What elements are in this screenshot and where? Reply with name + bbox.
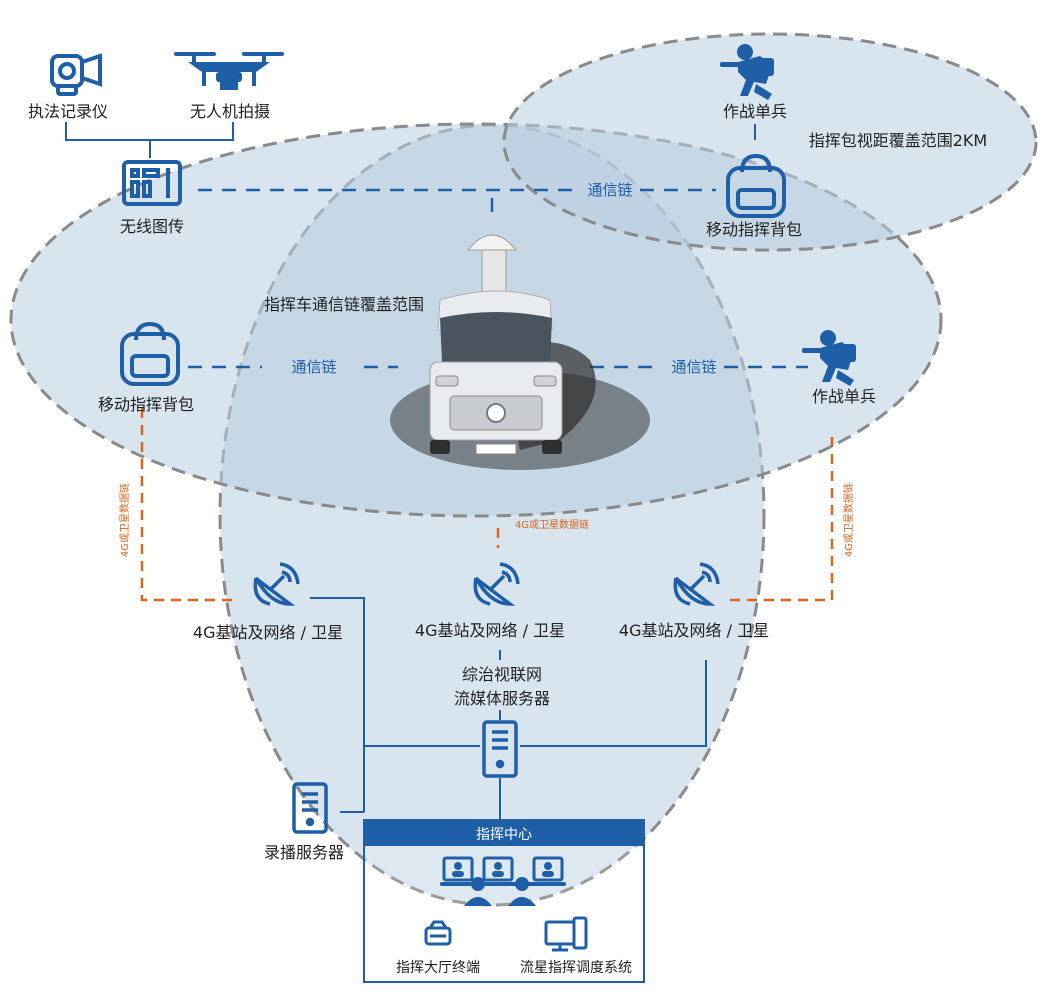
- transmitter-icon: [122, 160, 182, 206]
- labels: 执法记录仪 无人机拍摄 无线图传 作战单兵 指挥包视距覆盖范围2KM 移动指挥背…: [28, 102, 987, 976]
- server-network-lines: [310, 597, 707, 820]
- terminal-icon: [424, 920, 452, 946]
- drone-label: 无人机拍摄: [190, 102, 270, 121]
- data-link-center-label: 4G或卫星数据链: [515, 518, 589, 531]
- soldier-icon: [802, 330, 856, 386]
- command-center-header: [364, 820, 644, 846]
- data-link-right-label: 4G或卫星数据链: [842, 483, 855, 557]
- workstation-icon: [440, 856, 566, 906]
- soldier-top-label: 作战单兵: [723, 102, 787, 121]
- server-icon: [482, 720, 518, 778]
- top-device-connector: [65, 122, 234, 158]
- satellite-dish-icon: [473, 562, 520, 606]
- base-center-label: 4G基站及网络 / 卫星: [415, 621, 565, 640]
- backpack-range-label: 指挥包视距覆盖范围2KM: [809, 131, 987, 150]
- backpack-icon: [120, 321, 180, 386]
- drone-icon: [174, 52, 284, 90]
- server-label-line2: 流媒体服务器: [454, 689, 550, 708]
- coverage-zones: [9, 32, 1038, 907]
- monitor-icon: [544, 916, 588, 952]
- base-right-label: 4G基站及网络 / 卫星: [619, 621, 769, 640]
- comm-link-right-label: 通信链: [671, 358, 716, 376]
- comm-links: [188, 188, 808, 369]
- satellite-dish-icon: [253, 562, 300, 606]
- law-recorder-label: 执法记录仪: [28, 102, 108, 121]
- camcorder-icon: [50, 53, 102, 96]
- comm-link-left-label: 通信链: [291, 358, 336, 376]
- backpack-icon: [726, 153, 786, 218]
- dispatch-system-label: 流星指挥调度系统: [520, 960, 632, 976]
- server-icon: [292, 782, 328, 834]
- comm-link-top-label: 通信链: [587, 181, 632, 199]
- hall-terminal-label: 指挥大厅终端: [396, 960, 480, 976]
- record-server-label: 录播服务器: [264, 843, 344, 862]
- link-labels: 通信链 通信链 通信链 4G或卫星数据链 4G或卫星数据链 4G或卫星数据链: [118, 181, 855, 557]
- soldier-right-label: 作战单兵: [812, 387, 876, 406]
- command-center-box: [363, 819, 645, 983]
- satellite-dish-icon: [673, 562, 720, 606]
- backpack-left-label: 移动指挥背包: [98, 395, 194, 414]
- data-links: [140, 408, 834, 602]
- backpack-coverage-zone: [502, 32, 1038, 252]
- data-link-left-label: 4G或卫星数据链: [118, 483, 131, 557]
- vehicle-range-label: 指挥车通信链覆盖范围: [264, 295, 424, 314]
- base-left-label: 4G基站及网络 / 卫星: [193, 623, 343, 642]
- soldier-icon: [720, 44, 774, 100]
- server-label-line1: 综治视联网: [462, 665, 542, 684]
- backpack-top-label: 移动指挥背包: [706, 220, 802, 239]
- wireless-tx-label: 无线图传: [120, 217, 184, 236]
- vehicle-image: [390, 234, 650, 470]
- command-center-title: 指挥中心: [476, 827, 532, 843]
